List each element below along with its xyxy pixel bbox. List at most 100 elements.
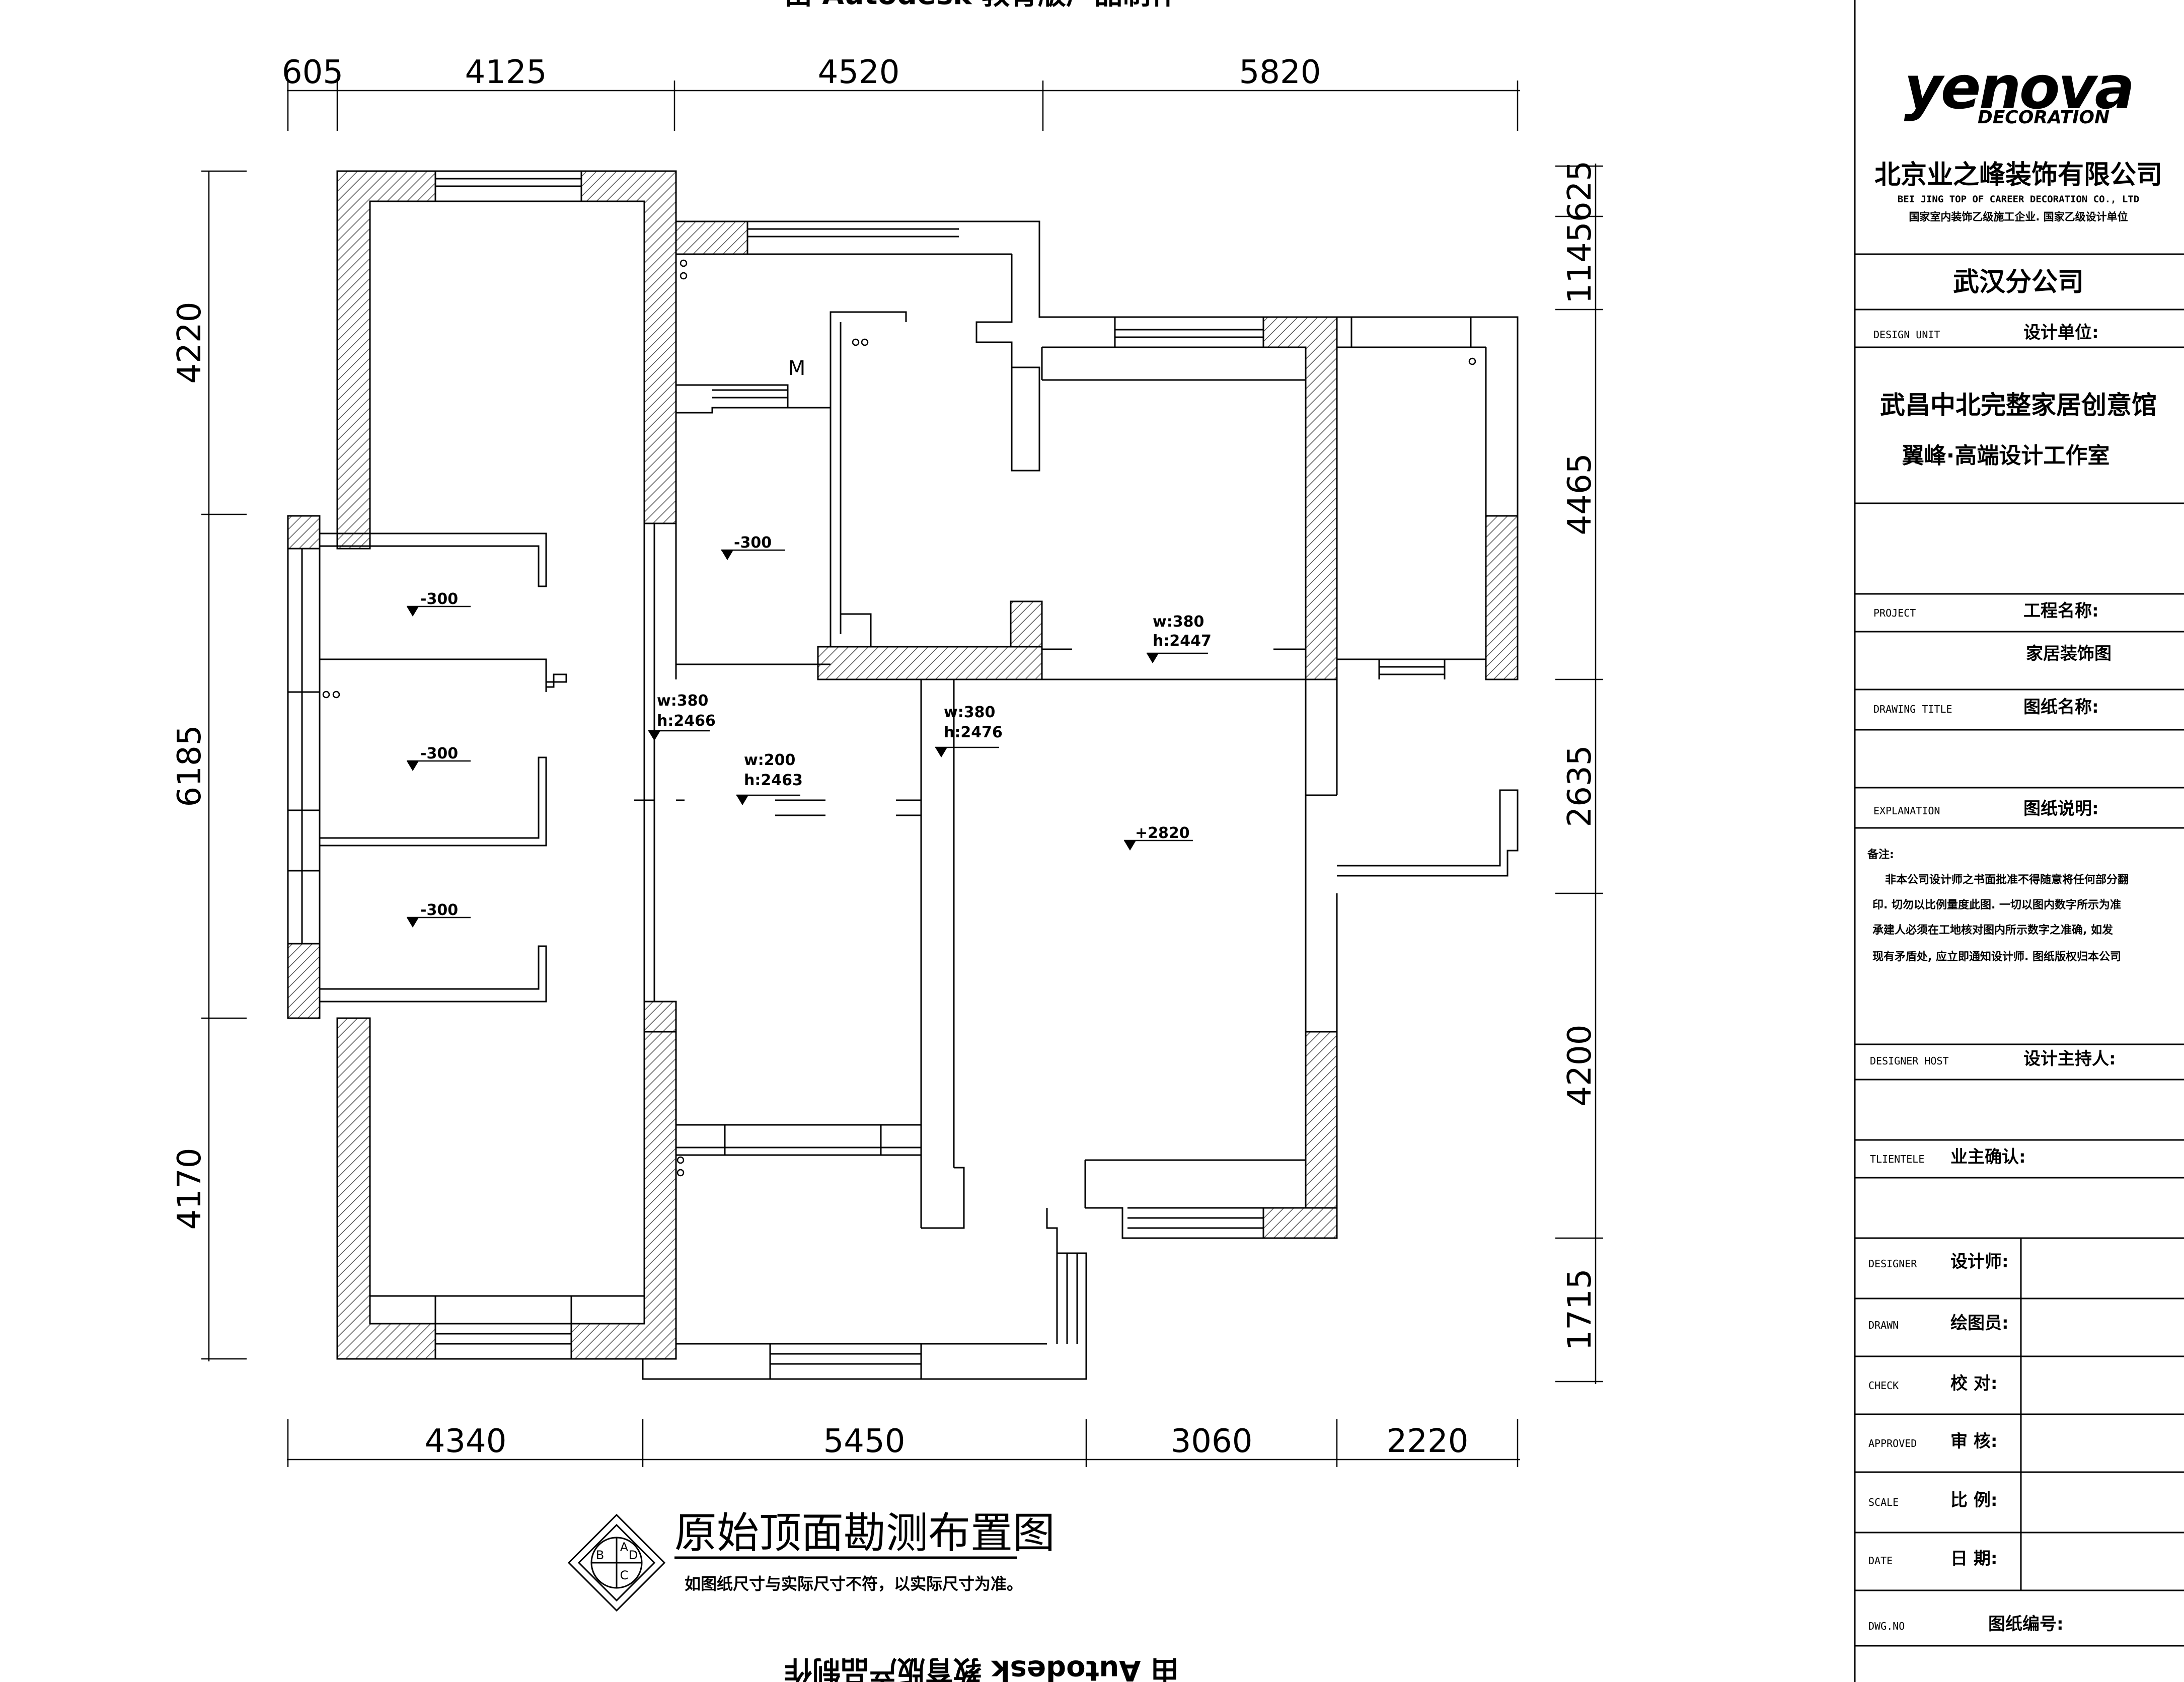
beam-height: h:2466 xyxy=(657,712,716,730)
beam-width: w:380 xyxy=(1153,613,1204,631)
dim-bottom-1: 4340 xyxy=(425,1423,507,1460)
beam-height: h:2447 xyxy=(1153,632,1212,650)
dim-right-3: 4465 xyxy=(1561,453,1599,536)
dwg-no-en: DWG.NO xyxy=(1868,1620,1905,1632)
beam-marker: w:380 h:2447 xyxy=(1147,613,1212,663)
studio-name-1: 武昌中北完整家居创意馆 xyxy=(1880,391,2157,420)
client-cn: 业主确认: xyxy=(1950,1147,2026,1167)
level-label: -300 xyxy=(734,534,772,552)
designer-en: DESIGNER xyxy=(1868,1258,1917,1270)
drawn-en: DRAWN xyxy=(1868,1319,1899,1331)
company-name-en: BEI JING TOP OF CAREER DECORATION CO., L… xyxy=(1898,194,2139,205)
beam-marker: w:200 h:2463 xyxy=(736,751,803,805)
scale-cn: 比 例: xyxy=(1950,1490,1997,1510)
check-en: CHECK xyxy=(1868,1380,1899,1392)
company-cert: 国家室内装饰乙级施工企业. 国家乙级设计单位 xyxy=(1909,211,2128,223)
designer-host-cn: 设计主持人: xyxy=(2023,1049,2116,1069)
dim-left-1: 4220 xyxy=(171,302,208,384)
beam-width: w:380 xyxy=(657,692,708,710)
dim-bottom-2: 5450 xyxy=(823,1423,906,1460)
compass-a: A xyxy=(620,1540,629,1554)
note-line-2: 印. 切勿以比例量度此图. 一切以图内数字所示为准 xyxy=(1872,898,2121,911)
approved-en: APPROVED xyxy=(1868,1437,1917,1449)
wall-lines xyxy=(287,170,1519,1380)
compass-symbol xyxy=(567,1513,666,1612)
dim-right-2: 1145 xyxy=(1561,222,1599,304)
design-unit-cn: 设计单位: xyxy=(2023,323,2099,343)
beam-width: w:200 xyxy=(744,751,795,769)
branch-name: 武汉分公司 xyxy=(1953,267,2084,297)
drawing-title-en: DRAWING TITLE xyxy=(1873,703,1952,715)
note-line-1: 非本公司设计师之书面批准不得随意将任何部分翻 xyxy=(1885,873,2129,886)
dim-right-4: 2635 xyxy=(1561,745,1599,827)
beam-markers: w:380 h:2466 w:200 h:2463 w:380 h:2476 w… xyxy=(648,613,1212,805)
project-cn: 工程名称: xyxy=(2023,601,2099,621)
title-block-frame xyxy=(1854,0,2184,1682)
dim-right-5: 4200 xyxy=(1561,1025,1599,1107)
date-cn: 日 期: xyxy=(1950,1549,1997,1569)
studio-name-2: 翼峰·高端设计工作室 xyxy=(1902,443,2110,469)
dim-bottom-3: 3060 xyxy=(1171,1423,1253,1460)
compass-b: B xyxy=(596,1548,604,1562)
logo-subtitle: DECORATION xyxy=(1978,107,2110,128)
level-marker: +2820 xyxy=(1124,824,1193,851)
level-label: +2820 xyxy=(1135,824,1190,842)
beam-height: h:2476 xyxy=(944,724,1003,741)
client-en: TLIENTELE xyxy=(1870,1153,1924,1165)
structural-columns xyxy=(287,170,1519,1360)
dimension-lines xyxy=(201,81,1603,1467)
dimension-labels: 605 4125 4520 5820 4340 5450 3060 2220 4… xyxy=(171,54,1599,1460)
note-line-3: 承建人必须在工地核对图内所示数字之准确, 如发 xyxy=(1872,924,2114,937)
explanation-cn: 图纸说明: xyxy=(2023,799,2099,819)
compass-d: D xyxy=(629,1548,638,1562)
explanation-en: EXPLANATION xyxy=(1873,805,1940,817)
project-value: 家居装饰图 xyxy=(2026,644,2112,664)
dim-right-6: 1715 xyxy=(1561,1269,1599,1351)
level-marker: -300 xyxy=(407,590,471,617)
dim-top-2: 4125 xyxy=(465,54,547,91)
level-marker: -300 xyxy=(407,745,471,771)
project-en: PROJECT xyxy=(1873,607,1916,619)
fixture-symbols xyxy=(322,259,1476,1177)
plan-subtitle: 如图纸尺寸与实际尺寸不符，以实际尺寸为准。 xyxy=(685,1574,1023,1593)
drawing-title-cn: 图纸名称: xyxy=(2023,697,2099,717)
level-label: -300 xyxy=(420,901,458,919)
ceiling-level-markers: -300 -300 -300 -300 +2820 xyxy=(407,534,1193,928)
notes-head: 备注: xyxy=(1867,848,1894,861)
compass-letters: A B C D xyxy=(596,1540,638,1582)
designer-cn: 设计师: xyxy=(1950,1252,2009,1272)
company-name: 北京业之峰装饰有限公司 xyxy=(1874,160,2162,190)
compass-c: C xyxy=(620,1568,629,1582)
m-mark: M xyxy=(788,357,806,380)
designer-host-en: DESIGNER HOST xyxy=(1870,1055,1949,1067)
dim-right-1: 625 xyxy=(1561,161,1599,222)
beam-width: w:380 xyxy=(944,704,995,721)
level-marker: -300 xyxy=(407,901,471,928)
sign-off-rows: DESIGNER 设计师: DRAWN 绘图员: CHECK 校 对: APPR… xyxy=(1868,1252,2009,1569)
dim-left-2: 6185 xyxy=(171,725,208,807)
design-unit-en: DESIGN UNIT xyxy=(1873,329,1940,341)
beam-marker: w:380 h:2476 xyxy=(935,704,1003,757)
logo-wordmark: yenova xyxy=(1904,53,2133,122)
dim-top-3: 4520 xyxy=(818,54,900,91)
dim-left-3: 4170 xyxy=(171,1148,208,1230)
note-line-4: 现有矛盾处, 应立即通知设计师. 图纸版权归本公司 xyxy=(1872,950,2121,963)
scale-en: SCALE xyxy=(1868,1496,1899,1508)
dim-top-1: 605 xyxy=(282,54,343,91)
approved-cn: 审 核: xyxy=(1950,1431,1997,1451)
beam-height: h:2463 xyxy=(744,772,803,789)
level-marker: -300 xyxy=(721,534,785,560)
drawn-cn: 绘图员: xyxy=(1950,1313,2009,1333)
company-logo: yenova DECORATION xyxy=(1904,53,2135,128)
plan-title: 原始顶面勘测布置图 xyxy=(674,1508,1055,1558)
level-label: -300 xyxy=(420,590,458,608)
date-en: DATE xyxy=(1868,1555,1893,1567)
check-cn: 校 对: xyxy=(1950,1373,1997,1394)
beam-marker: w:380 h:2466 xyxy=(648,692,716,741)
top-watermark: 由 Autodesk 教育版产品制作 xyxy=(784,0,1179,11)
dim-top-4: 5820 xyxy=(1239,54,1321,91)
dim-bottom-4: 2220 xyxy=(1387,1423,1469,1460)
dwg-no-cn: 图纸编号: xyxy=(1988,1614,2064,1634)
level-label: -300 xyxy=(420,745,458,762)
